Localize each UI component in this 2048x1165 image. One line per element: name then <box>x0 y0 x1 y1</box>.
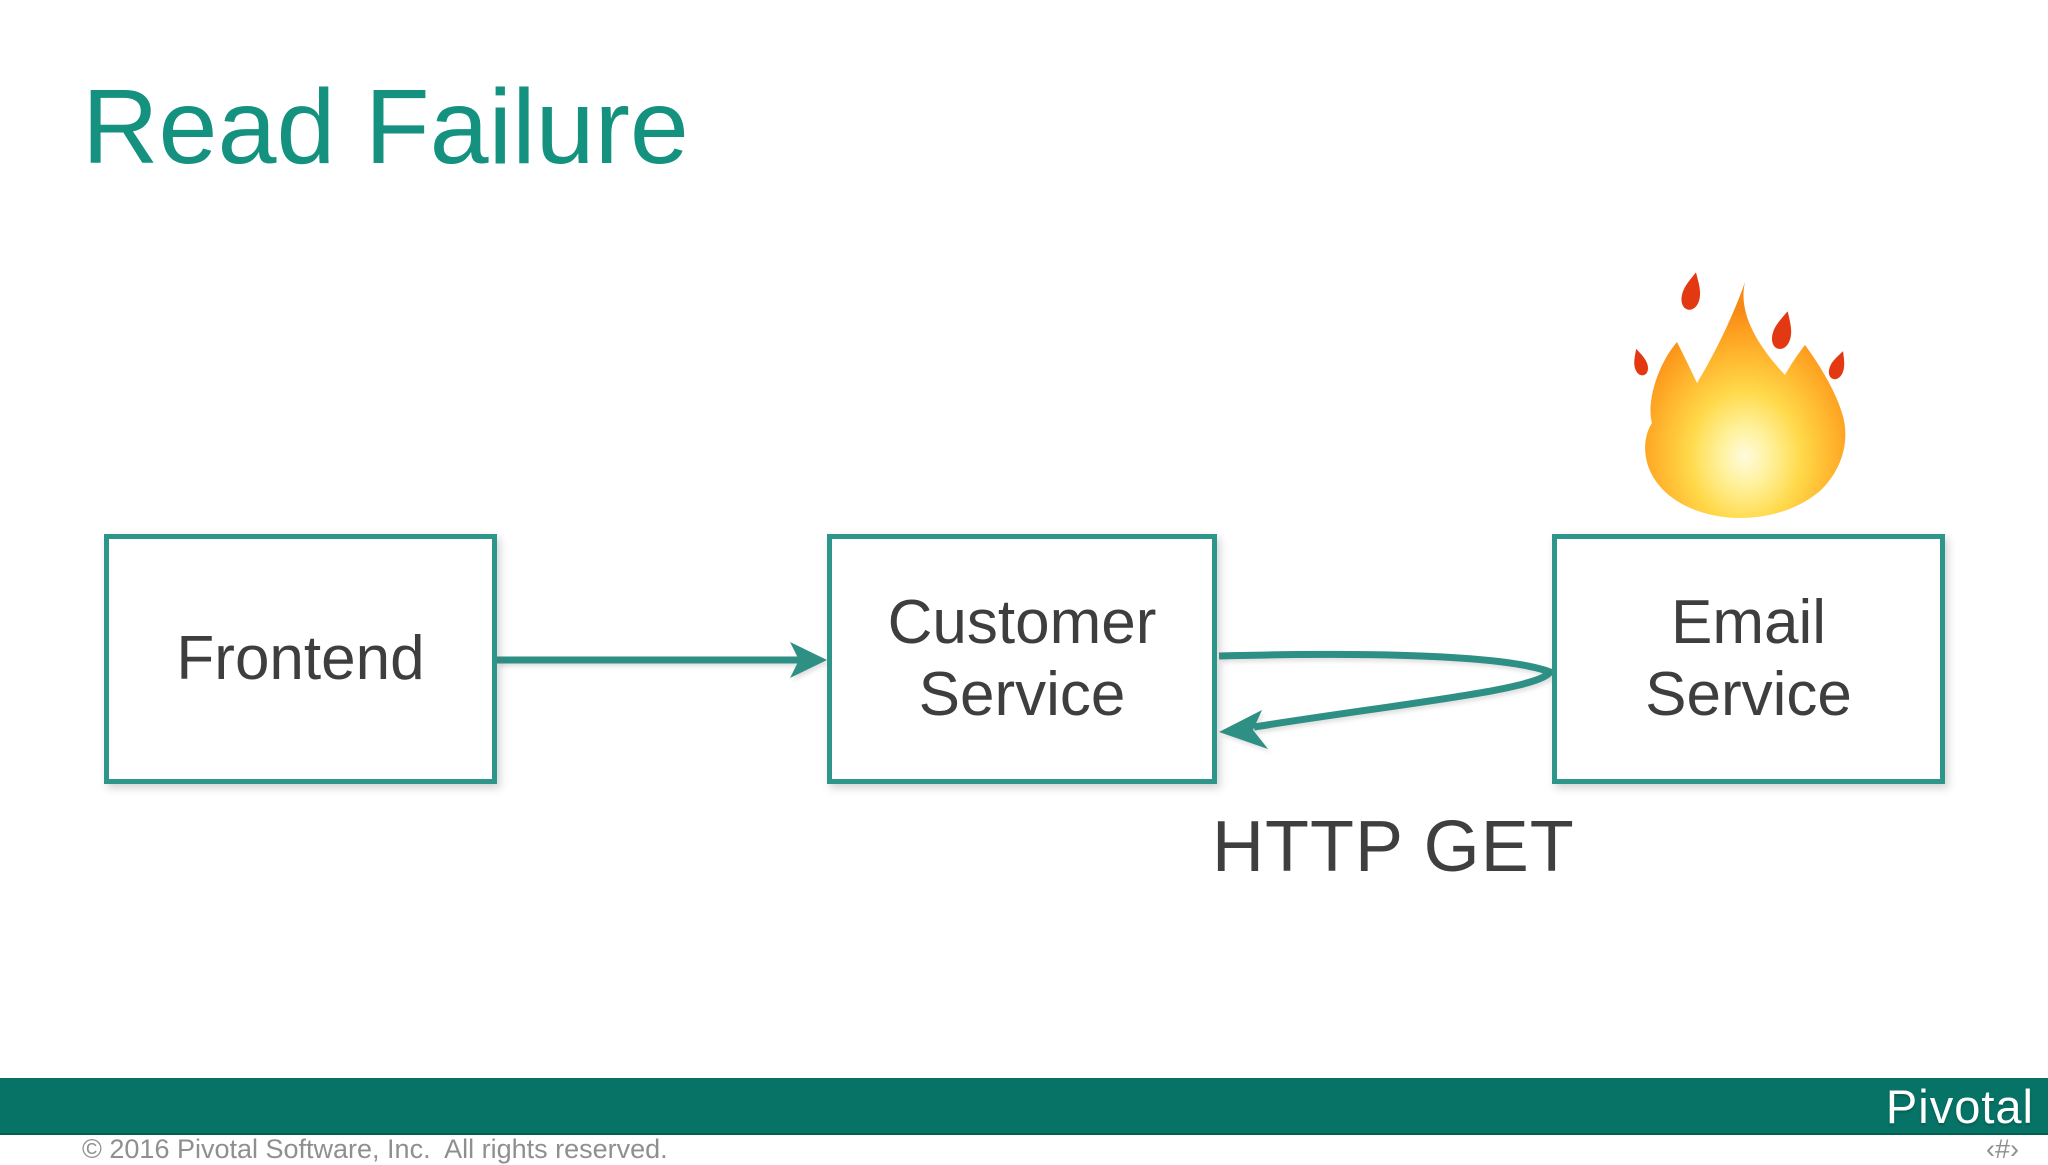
node-email-service: Email Service <box>1552 534 1945 784</box>
edge-label-http-get: HTTP GET <box>1212 807 1575 887</box>
arrowhead-frontend-to-customer <box>790 642 827 678</box>
node-customer-service: Customer Service <box>827 534 1217 784</box>
pivotal-logo: Pivotal <box>1885 1080 2034 1133</box>
node-frontend: Frontend <box>104 534 497 784</box>
fire-icon <box>1634 272 1846 518</box>
fire-sparks <box>1634 272 1845 380</box>
page-title: Read Failure <box>82 68 689 186</box>
slide-number-placeholder: ‹#› <box>1986 1134 2019 1164</box>
arrowhead-email-to-customer <box>1219 710 1268 749</box>
node-frontend-label: Frontend <box>176 624 425 694</box>
arrow-email-to-customer-return <box>1218 650 1556 731</box>
node-customer-service-label: Customer Service <box>887 588 1157 729</box>
copyright-text: © 2016 Pivotal Software, Inc. All rights… <box>82 1134 668 1164</box>
flame-body <box>1645 282 1846 518</box>
footer-bar: Pivotal <box>0 1078 2048 1135</box>
node-email-service-label: Email Service <box>1645 588 1852 729</box>
